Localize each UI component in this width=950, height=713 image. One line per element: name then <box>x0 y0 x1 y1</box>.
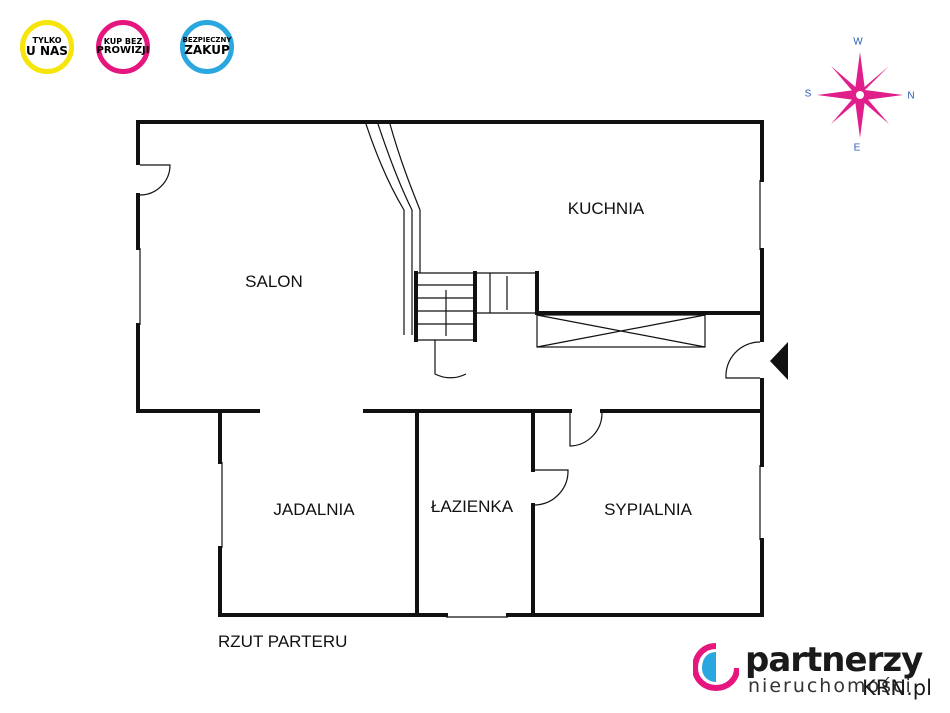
room-label-kuchnia: KUCHNIA <box>567 199 645 218</box>
badge-line1: KUP BEZ <box>103 36 143 46</box>
compass-label-right: N <box>907 90 915 102</box>
badge-kup-bez-prowizji: KUP BEZ PROWIZJI <box>96 20 150 74</box>
room-label-jadalnia: JADALNIA <box>273 500 355 519</box>
brand-name: partnerzy <box>745 640 923 680</box>
badge-line2: U NAS <box>26 43 68 58</box>
compass-label-bottom: E <box>853 142 861 154</box>
room-label-lazienka: ŁAZIENKA <box>430 497 514 516</box>
badge-line1: TYLKO <box>32 35 62 45</box>
compass-rose-icon <box>817 52 903 138</box>
badge-bezpieczny-zakup: BEZPIECZNY ZAKUP <box>180 20 234 74</box>
compass-label-left: S <box>804 88 812 100</box>
badge-tylko-u-nas: TYLKO U NAS <box>20 20 74 74</box>
badge-line2: ZAKUP <box>184 43 230 58</box>
entrance-arrow-icon <box>770 342 788 380</box>
badge-line2: PROWIZJI <box>96 44 150 56</box>
room-label-salon: SALON <box>245 272 303 291</box>
brand-subtitle: nieruchomości <box>748 675 913 697</box>
partnerzy-logo-icon <box>693 643 739 692</box>
krn-watermark: KRN.pl <box>862 676 932 700</box>
plan-caption: RZUT PARTERU <box>218 632 348 651</box>
badge-line1: BEZPIECZNY <box>182 36 232 45</box>
compass-label-top: W <box>853 36 863 48</box>
room-label-sypialnia: SYPIALNIA <box>604 500 692 519</box>
